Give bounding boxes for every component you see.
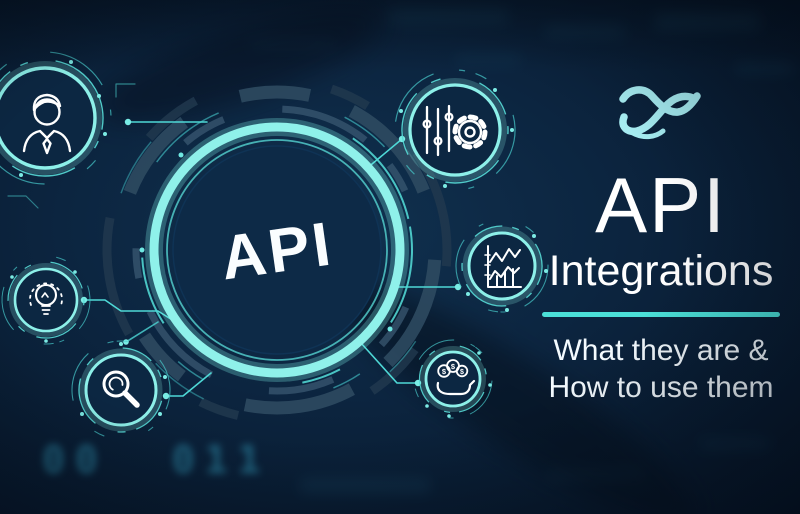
connector-node-dot: [124, 118, 132, 126]
connector-node-dot: [162, 392, 170, 400]
title-panel: API Integrations What they are & How to …: [522, 166, 800, 406]
svg-text:$: $: [460, 369, 464, 376]
decorative-trace: [115, 83, 136, 98]
page-title: API: [595, 161, 727, 249]
brand-swoosh-icon: [619, 86, 701, 140]
page-subtitle: Integrations: [548, 247, 774, 295]
decorative-trace: [7, 195, 39, 209]
connector-node-dot: [123, 339, 129, 345]
divider: [542, 312, 780, 318]
tagline: What they are & How to use them: [522, 332, 800, 406]
tagline-line-1: What they are &: [553, 334, 769, 368]
hub-circle: API: [145, 118, 409, 382]
node-user: [0, 51, 112, 185]
tagline-line-2: How to use them: [548, 371, 774, 405]
